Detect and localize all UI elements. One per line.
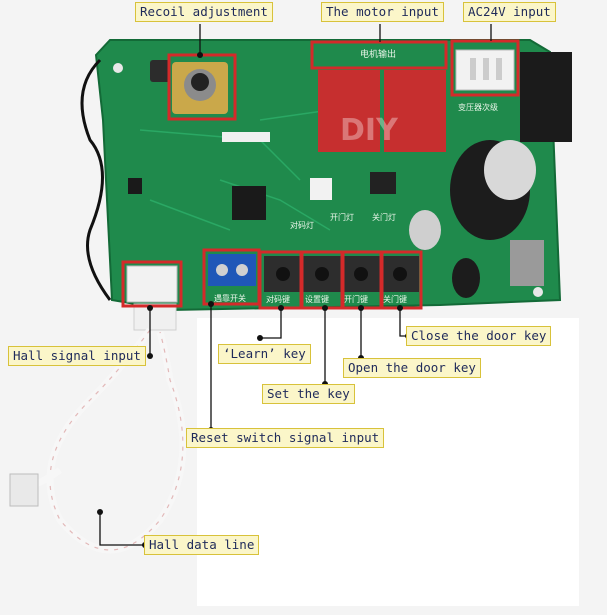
highlight-ac24 (450, 39, 520, 97)
relay-left (318, 70, 380, 152)
label-motor-input: The motor input (321, 2, 444, 22)
transistor (128, 178, 142, 194)
led-white (310, 178, 332, 200)
reset-silk-text: 遇靠开关 (214, 293, 246, 303)
btn-learn-silk: 对码键 (266, 294, 290, 304)
heatsink-block (520, 52, 572, 142)
btn-set-silk: 设置键 (305, 294, 329, 304)
leader-lines (99, 24, 492, 546)
large-capacitor (450, 140, 536, 240)
close-led-silk: 关门灯 (372, 212, 396, 222)
capacitor-medium (409, 210, 441, 250)
btn-close-silk: 关门键 (383, 294, 407, 304)
code-led-silk: 对码灯 (290, 220, 314, 230)
microcontroller-chip (232, 186, 266, 220)
regulator-bottom (510, 240, 544, 286)
reset-terminal-block (208, 254, 256, 286)
regulator-chip (370, 172, 396, 194)
watermark: DIY (340, 113, 399, 148)
black-wire (80, 58, 112, 301)
motor-silk-text: 电机输出 (360, 48, 396, 60)
header-pins (222, 132, 270, 142)
label-open-door-key: Open the door key (343, 358, 481, 378)
hall-connector (126, 265, 178, 303)
recoil-potentiometer (172, 62, 228, 114)
btn-open-silk: 开门键 (344, 294, 368, 304)
label-close-door-key: Close the door key (406, 326, 552, 346)
transformer-silk-text: 变压器次级 (458, 102, 498, 112)
button-set[interactable] (303, 256, 341, 292)
hall-cable (9, 303, 187, 554)
button-learn[interactable] (264, 256, 302, 292)
button-close[interactable] (381, 256, 419, 292)
capacitor-lower (452, 258, 480, 298)
highlight-motor (310, 40, 448, 70)
label-hall-signal-input: Hall signal input (8, 346, 146, 366)
label-reset-switch: Reset switch signal input (186, 428, 385, 448)
label-recoil-adjustment: Recoil adjustment (135, 2, 273, 22)
button-open[interactable] (342, 256, 380, 292)
open-led-silk: 开门灯 (330, 212, 354, 222)
label-learn-key: ‘Learn’ key (218, 344, 311, 364)
capacitor-small (150, 60, 170, 82)
label-hall-data-line: Hall data line (144, 535, 260, 555)
relay-right (384, 70, 446, 152)
label-set-key: Set the key (262, 384, 355, 404)
label-ac24v-input: AC24V input (463, 2, 556, 22)
